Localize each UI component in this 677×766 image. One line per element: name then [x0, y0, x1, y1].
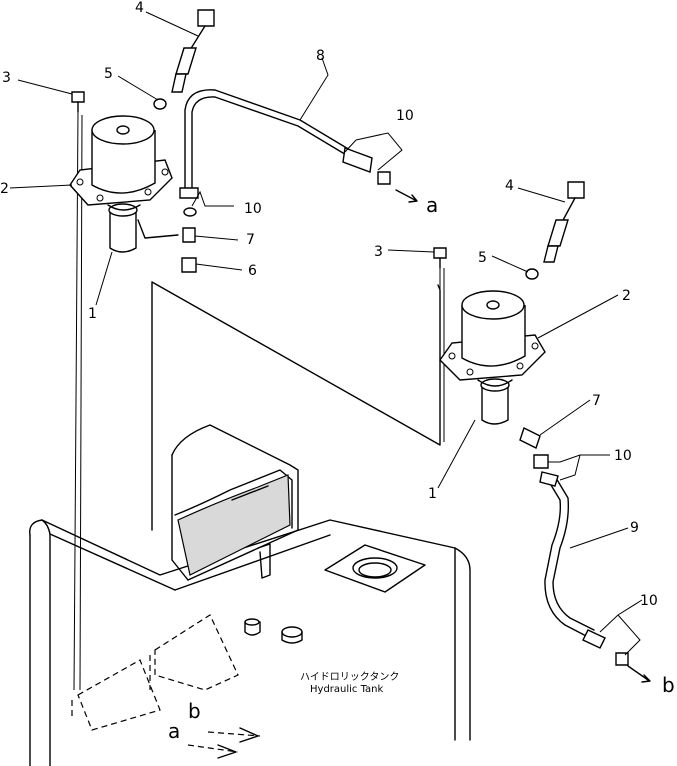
- callout-5-left: 5: [104, 66, 113, 82]
- filter-assembly-right: [439, 290, 546, 425]
- callout-10-left: 10: [244, 201, 262, 217]
- callout-2-left: 2: [0, 181, 9, 197]
- callout-4-right: 4: [505, 178, 514, 194]
- mounting-rod-left: [73, 109, 79, 691]
- connection-a-bottom: a: [168, 719, 180, 743]
- mounting-rod-left-b: [79, 114, 83, 691]
- callout-4-left: 4: [135, 0, 144, 16]
- connection-a-top: a: [426, 193, 438, 217]
- callout-3-left: 3: [2, 70, 11, 86]
- callout-7-right: 7: [592, 393, 601, 409]
- callout-8: 8: [316, 48, 325, 64]
- callout-7-left: 7: [246, 232, 255, 248]
- leader-lines: [9, 11, 651, 759]
- callout-labels: 3 2 1 4 5 8 10 a 10 7 6 3 5 4 2 1 7 10 9…: [0, 0, 675, 743]
- filter-assembly-left: [69, 115, 179, 253]
- callout-5-right: 5: [478, 250, 487, 266]
- callout-1-right: 1: [428, 486, 437, 502]
- hose-8: [179, 89, 373, 199]
- tank-label-en: Hydraulic Tank: [310, 684, 384, 695]
- tank-label-jp: ハイドロリックタンク: [300, 671, 399, 683]
- fittings: [71, 9, 629, 666]
- callout-9: 9: [630, 520, 639, 536]
- callout-10-top: 10: [396, 108, 414, 124]
- callout-10-bottom: 10: [640, 593, 658, 609]
- callout-2-right: 2: [622, 288, 631, 304]
- callout-10-right: 10: [614, 448, 632, 464]
- callout-1-left: 1: [88, 306, 97, 322]
- callout-3-right: 3: [374, 244, 383, 260]
- callout-6: 6: [248, 263, 257, 279]
- hydraulic-tank: [29, 281, 471, 766]
- connection-b-right: b: [662, 673, 675, 697]
- hose-9: [539, 471, 606, 649]
- connection-b-bottom: b: [188, 699, 201, 723]
